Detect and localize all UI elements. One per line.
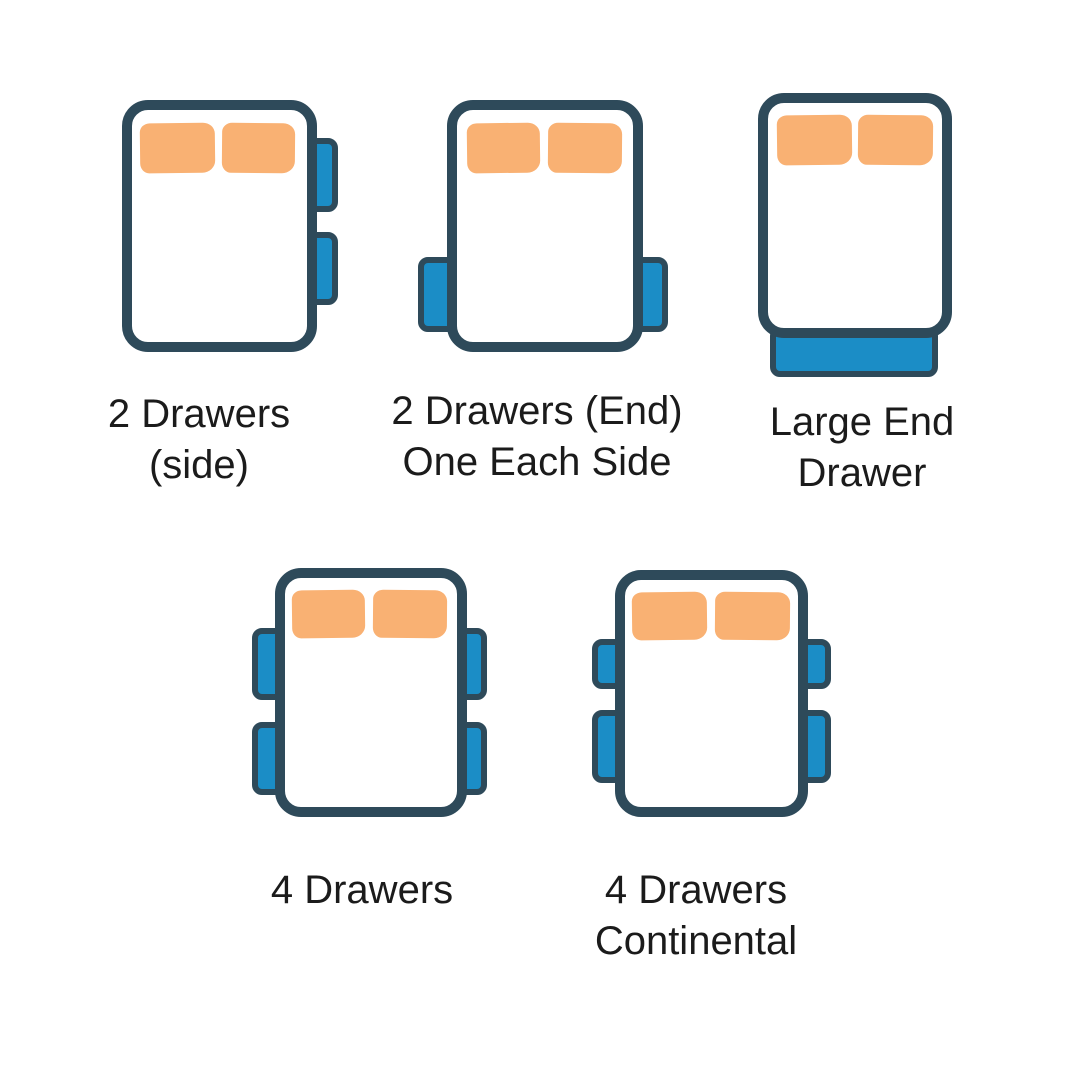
pillow-icon xyxy=(714,591,791,641)
pillow-icon xyxy=(776,114,853,166)
figure-label-line: 2 Drawers (End) xyxy=(391,389,683,433)
pillow-icon xyxy=(291,589,366,639)
pillow-icon xyxy=(631,591,708,641)
figure-label-line: Continental xyxy=(594,919,798,963)
figure-label-line: Drawer xyxy=(797,451,927,495)
figure-label: 4 Drawers xyxy=(271,865,453,916)
pillow-icon xyxy=(372,589,448,639)
pillow-icon xyxy=(139,122,216,174)
pillow-icon xyxy=(221,122,296,174)
pillow-icon xyxy=(547,122,623,174)
figure-label-line: 4 Drawers xyxy=(270,868,454,912)
figure-label-line: (side) xyxy=(148,443,250,487)
pillow-icon xyxy=(466,122,541,174)
figure-label: 2 Drawers (End) One Each Side xyxy=(391,386,682,488)
figure-label: 2 Drawers (side) xyxy=(108,389,290,491)
figure-label-line: 4 Drawers xyxy=(604,868,788,912)
figure-label-line: Large End xyxy=(769,400,955,444)
pillow-icon xyxy=(857,114,934,166)
figure-label-line: One Each Side xyxy=(402,440,672,484)
figure-label-line: 2 Drawers xyxy=(107,392,291,436)
